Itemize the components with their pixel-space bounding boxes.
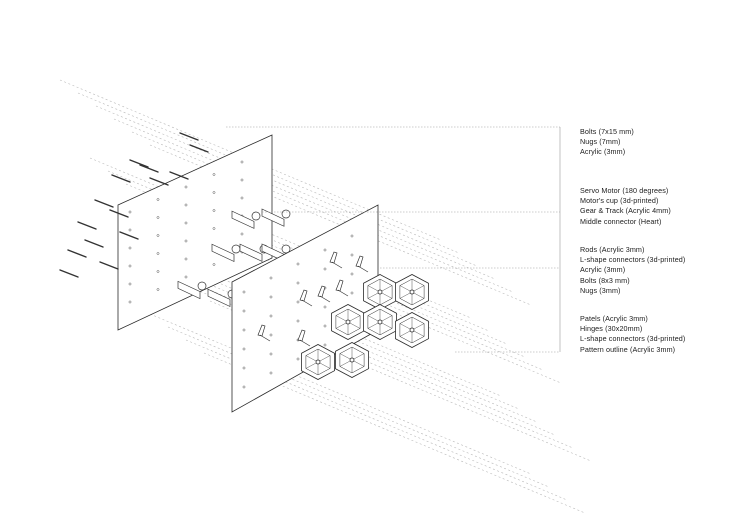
label-line: Nugs (7mm) <box>580 137 621 147</box>
label-line: Rods (Acrylic 3mm) <box>580 245 645 254</box>
label-line: L-shape connectors (3d-printed) <box>580 334 686 344</box>
label-line: Nugs (3mm) <box>580 285 621 295</box>
middle-acrylic-panel <box>231 204 379 413</box>
label-group-servo: Servo Motor (180 degrees) Motor's cup (3… <box>580 186 671 227</box>
label-group-petals: Patels (Acrylic 3mm) Hinges (30x20mm) L-… <box>580 314 685 355</box>
label-line: Acrylic (3mm) <box>580 147 626 157</box>
rods-and-l-connectors <box>257 251 369 347</box>
label-line: Hinges (30x20mm) <box>580 324 643 334</box>
label-line: Acrylic (3mm) <box>580 265 626 275</box>
label-line: Middle connector (Heart) <box>580 216 662 226</box>
label-line: L-shape connectors (3d-printed) <box>580 255 686 265</box>
label-line: Servo Motor (180 degrees) <box>580 186 669 195</box>
bolts-7x15 <box>59 132 209 278</box>
back-acrylic-panel <box>117 134 273 331</box>
leader-lines <box>226 126 561 353</box>
label-group-rods: Rods (Acrylic 3mm) L-shape connectors (3… <box>580 245 685 296</box>
label-group-bolts: Bolts (7x15 mm) Nugs (7mm) Acrylic (3mm) <box>580 127 634 158</box>
servo-motors <box>177 208 291 308</box>
hexagon-petal-pattern <box>301 274 429 380</box>
label-line: Gear & Track (Acrylic 4mm) <box>580 206 671 216</box>
label-line: Pattern outline (Acrylic 3mm) <box>580 344 676 354</box>
label-line: Patels (Acrylic 3mm) <box>580 314 648 323</box>
label-line: Bolts (8x3 mm) <box>580 275 630 285</box>
label-line: Bolts (7x15 mm) <box>580 127 634 136</box>
label-line: Motor's cup (3d-printed) <box>580 196 659 206</box>
